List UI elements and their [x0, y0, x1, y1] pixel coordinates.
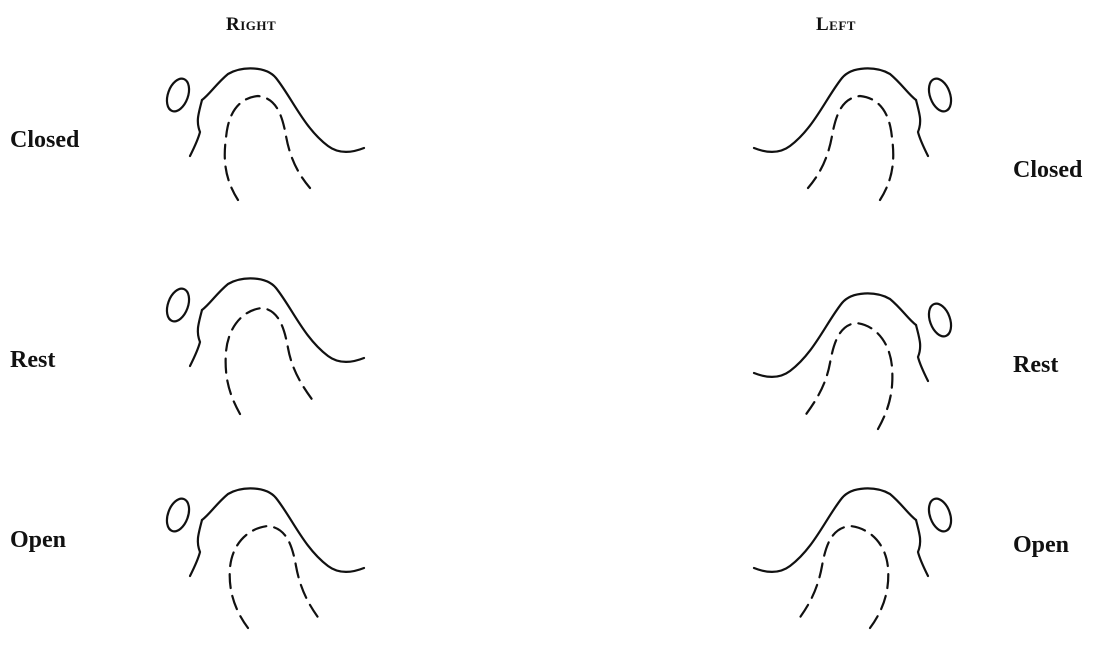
left-label-open: Open	[1013, 532, 1069, 559]
left-joint-open-drawing	[740, 480, 960, 630]
left-joint-closed-drawing	[740, 60, 960, 210]
fossa-edge-outline	[916, 520, 928, 576]
fossa-edge-outline	[916, 100, 928, 156]
right-label-closed: Closed	[10, 127, 79, 154]
right-joint-open-drawing	[158, 480, 378, 630]
ear-canal-outline	[163, 496, 193, 535]
condyle-outline	[798, 526, 888, 628]
ear-canal-outline	[925, 76, 955, 115]
fossa-outline	[202, 68, 364, 151]
fossa-edge-outline	[190, 100, 202, 156]
condyle-outline	[230, 526, 320, 628]
fossa-outline	[754, 488, 916, 571]
fossa-edge-outline	[190, 520, 202, 576]
ear-canal-outline	[163, 286, 193, 325]
right-label-open: Open	[10, 527, 66, 554]
left-label-closed: Closed	[1013, 157, 1082, 184]
fossa-outline	[754, 68, 916, 151]
right-label-rest: Rest	[10, 347, 55, 374]
fossa-outline	[202, 488, 364, 571]
right-joint-closed-drawing	[158, 60, 378, 210]
left-label-rest: Rest	[1013, 352, 1058, 379]
ear-canal-outline	[925, 301, 955, 340]
ear-canal-outline	[925, 496, 955, 535]
right-joint-rest-drawing	[158, 270, 378, 420]
fossa-edge-outline	[190, 310, 202, 366]
fossa-edge-outline	[916, 325, 928, 381]
header-right: Right	[226, 14, 276, 36]
ear-canal-outline	[163, 76, 193, 115]
left-joint-rest-drawing	[740, 285, 960, 435]
header-left: Left	[816, 14, 856, 36]
